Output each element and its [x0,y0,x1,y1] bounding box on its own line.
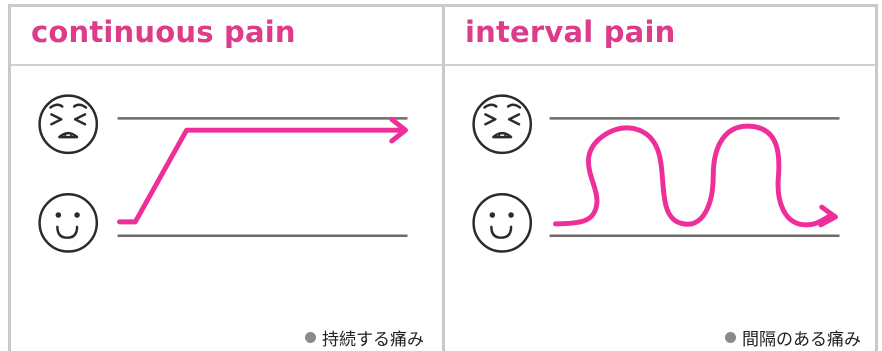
interval-pain-wave [552,123,835,228]
continuous-pain-caption-text: 持続する痛み [322,330,424,350]
continuous-pain-arrow [117,127,405,225]
interval-pain-title: interval pain [465,15,676,49]
interval-pain-panel: interval pain [442,4,878,351]
continuous-pain-panel: continuous pain [8,4,445,351]
title-divider [445,64,875,66]
interval-pain-caption: 間隔のある痛み [725,325,861,350]
pain-face-icon [38,94,99,155]
continuous-pain-title: continuous pain [31,15,296,49]
interval-pain-diagram [472,94,840,253]
bullet-icon [305,332,316,343]
pain-face-icon [472,94,533,155]
arrow-head-icon [818,204,839,228]
arrow-head-icon [389,116,408,144]
continuous-pain-caption: 持続する痛み [305,325,424,350]
bullet-icon [725,332,736,343]
continuous-pain-diagram [38,94,408,253]
interval-pain-caption-text: 間隔のある痛み [742,330,861,350]
title-divider [11,64,442,66]
happy-face-icon [38,193,99,253]
happy-face-icon [472,193,533,253]
